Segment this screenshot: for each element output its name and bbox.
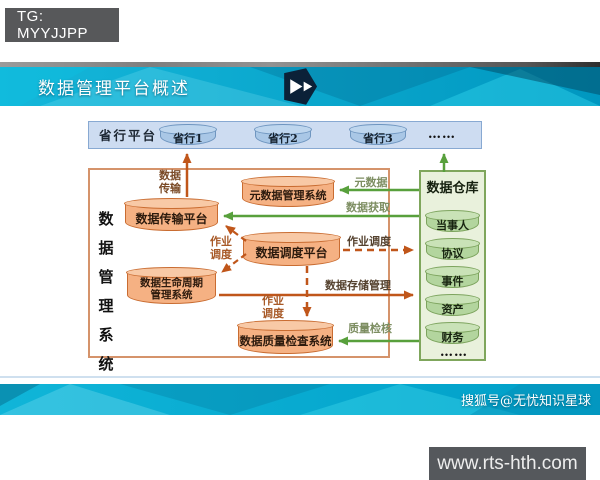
label-data-transmission: 数据 传输 bbox=[155, 169, 185, 195]
data-scheduling-platform-cylinder: 数据调度平台 bbox=[242, 232, 341, 266]
data-warehouse-title: 数据仓库 bbox=[426, 181, 479, 196]
data-transmission-platform-cylinder: 数据传输平台 bbox=[124, 198, 219, 231]
label-quality-check: 质量检核 bbox=[348, 322, 392, 335]
title-banner: 数据管理平台概述 bbox=[0, 67, 600, 106]
warehouse-more-dots: …… bbox=[440, 345, 468, 360]
thin-blue-divider bbox=[0, 376, 600, 378]
label-data-acquisition: 数据获取 bbox=[346, 201, 390, 214]
provincial-node-label: 省行2 bbox=[268, 132, 298, 145]
label-data-transmission-line1: 数据 bbox=[159, 169, 181, 182]
metadata-management-cylinder: 元数据管理系统 bbox=[241, 176, 335, 207]
label-job-scheduling-right: 作业调度 bbox=[347, 235, 391, 248]
label-data-transmission-line2: 传输 bbox=[159, 182, 181, 195]
warehouse-entity-cylinder: 资产 bbox=[425, 294, 480, 316]
warehouse-entity-cylinder: 当事人 bbox=[425, 210, 480, 232]
site-watermark: www.rts-hth.com bbox=[429, 447, 586, 480]
data-management-system-box bbox=[88, 168, 390, 358]
warehouse-entity-cylinder: 协议 bbox=[425, 238, 480, 260]
dms-title-char: 数 bbox=[98, 210, 114, 228]
data-quality-check-cylinder: 数据质量检查系统 bbox=[237, 320, 334, 354]
warehouse-entity-cylinder: 财务 bbox=[425, 322, 480, 344]
page-title: 数据管理平台概述 bbox=[38, 79, 190, 99]
provincial-node-cylinder: 省行2 bbox=[254, 124, 312, 145]
label-job-down-line1: 作业 bbox=[262, 294, 284, 307]
provincial-platform-title: 省行平台 bbox=[99, 128, 158, 143]
dms-title-char: 管 bbox=[98, 268, 114, 286]
provincial-node-cylinder: 省行1 bbox=[159, 124, 217, 145]
warehouse-entity-label: 协议 bbox=[441, 246, 464, 260]
data-lifecycle-management-label: 数据生命周期 管理系统 bbox=[140, 275, 203, 301]
sohu-credit-text: 搜狐号@无忧知识星球 bbox=[460, 394, 591, 409]
label-job-scheduling-down: 作业 调度 bbox=[258, 294, 288, 320]
warehouse-entity-label: 资产 bbox=[441, 302, 464, 316]
data-transmission-platform-label: 数据传输平台 bbox=[135, 211, 208, 226]
lifecycle-label-line1: 数据生命周期 bbox=[140, 277, 203, 289]
label-metadata-flow: 元数据 bbox=[354, 176, 388, 189]
warehouse-entity-label: 当事人 bbox=[436, 218, 469, 232]
footer-banner: 搜狐号@无忧知识星球 bbox=[0, 384, 600, 415]
provincial-node-label: 省行3 bbox=[363, 132, 393, 145]
warehouse-entity-label: 事件 bbox=[441, 274, 464, 288]
dms-title-char: 系 bbox=[98, 326, 114, 344]
dms-title-char: 统 bbox=[98, 355, 114, 373]
data-lifecycle-management-cylinder: 数据生命周期 管理系统 bbox=[126, 267, 217, 304]
label-job-scheduling-left: 作业 调度 bbox=[206, 235, 236, 261]
warehouse-entity-label: 财务 bbox=[441, 330, 464, 344]
metadata-management-label: 元数据管理系统 bbox=[249, 189, 327, 202]
title-chevron-icon bbox=[284, 68, 318, 105]
data-scheduling-platform-label: 数据调度平台 bbox=[255, 246, 328, 260]
data-quality-check-label: 数据质量检查系统 bbox=[239, 333, 332, 348]
label-job-left-line1: 作业 bbox=[210, 235, 232, 248]
provincial-node-label: 省行1 bbox=[173, 132, 203, 145]
dms-title-char: 理 bbox=[98, 297, 114, 315]
gray-divider bbox=[0, 62, 600, 67]
dms-vertical-title: 数 据 管 理 系 统 bbox=[96, 208, 116, 374]
tg-watermark: TG: MYYJJPP bbox=[5, 8, 119, 42]
lifecycle-label-line2: 管理系统 bbox=[150, 289, 193, 301]
dms-title-char: 据 bbox=[98, 239, 114, 257]
warehouse-entity-cylinder: 事件 bbox=[425, 266, 480, 288]
footer-banner-facets bbox=[0, 384, 600, 415]
label-data-storage-mgmt: 数据存储管理 bbox=[325, 279, 391, 292]
label-job-left-line2: 调度 bbox=[210, 248, 232, 261]
provincial-node-cylinder: 省行3 bbox=[349, 124, 407, 145]
provincial-more-dots: …… bbox=[428, 127, 456, 142]
label-job-down-line2: 调度 bbox=[262, 307, 284, 320]
